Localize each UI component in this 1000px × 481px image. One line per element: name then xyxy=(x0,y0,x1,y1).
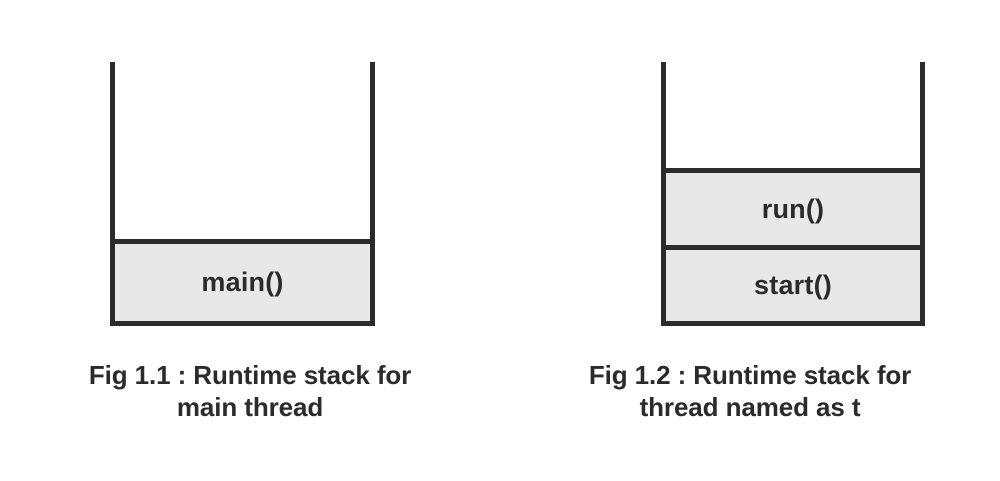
figure-runtime-stack-main-thread: main() Fig 1.1 : Runtime stack for main … xyxy=(89,62,411,422)
caption-line-2: thread named as t xyxy=(639,391,861,422)
caption-line-1: Fig 1.2 : Runtime stack for xyxy=(588,360,912,390)
stack-free-space xyxy=(666,62,920,168)
figure-caption: Fig 1.2 : Runtime stack for thread named… xyxy=(500,360,1000,424)
stack-frame-run: run() xyxy=(666,168,920,245)
caption-line-1: Fig 1.1 : Runtime stack for xyxy=(88,360,412,390)
stack-frame-label: run() xyxy=(761,193,825,224)
stack-frame-label: main() xyxy=(201,267,284,297)
runtime-stack-container-thread: run() start() xyxy=(661,62,925,326)
runtime-stack-container-main: main() xyxy=(110,62,375,326)
stack-frame-main: main() xyxy=(115,239,370,321)
stack-frame-start: start() xyxy=(666,245,920,321)
figure-runtime-stack-thread-t: run() start() Fig 1.2 : Runtime stack fo… xyxy=(500,0,1000,481)
stack-frame-label: start() xyxy=(754,270,832,300)
stack-free-space xyxy=(115,62,370,239)
figure-caption: Fig 1.1 : Runtime stack for main thread xyxy=(0,360,558,424)
caption-line-2: main thread xyxy=(176,391,324,422)
